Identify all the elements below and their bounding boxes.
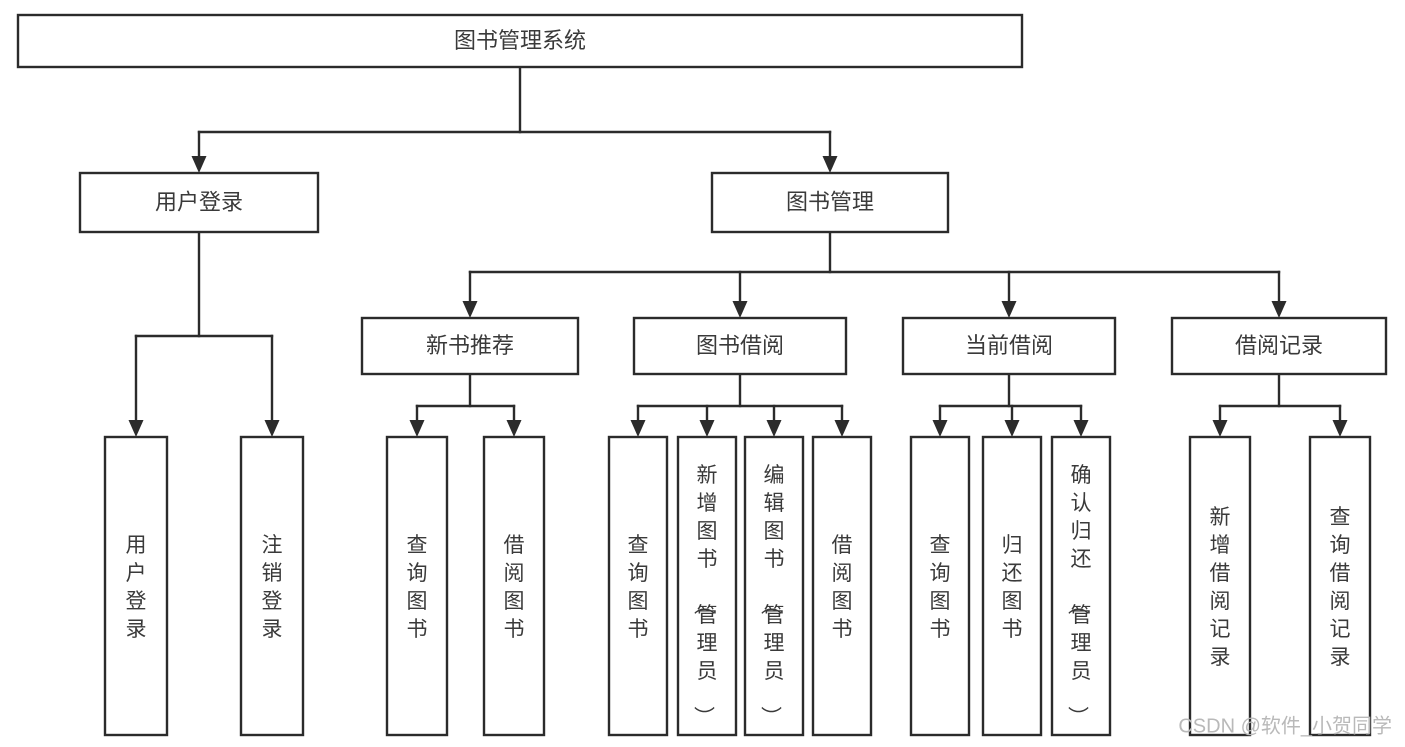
node-label-leaf-query-book-2: 查询图书 bbox=[628, 534, 649, 641]
node-label-leaf-borrow-book-2: 借阅图书 bbox=[832, 534, 853, 641]
node-label-leaf-query-book-3: 查询图书 bbox=[930, 534, 951, 641]
node-label-leaf-add-book: 新增图书（管理员） bbox=[692, 464, 718, 727]
connector-currentborrow-to-leaves bbox=[932, 372, 1089, 437]
node-leaf-query-book-2[interactable]: 查询图书 bbox=[607, 435, 669, 737]
node-label-leaf-logout: 注销登录 bbox=[262, 534, 283, 641]
node-box-current-borrow[interactable] bbox=[901, 316, 1117, 376]
node-label-leaf-user-login: 用户登录 bbox=[126, 534, 147, 641]
node-label-leaf-edit-book: 编辑图书（管理员） bbox=[759, 464, 785, 727]
node-layer: 图书管理系统用户登录图书管理新书推荐图书借阅当前借阅借阅记录用户登录注销登录查询… bbox=[16, 13, 1388, 737]
node-label-leaf-query-book-1: 查询图书 bbox=[407, 534, 428, 641]
watermark-layer: CSDN @软件_小贺同学 bbox=[1178, 714, 1392, 737]
arrow-head-icon bbox=[834, 420, 850, 437]
node-box-book-manage[interactable] bbox=[710, 171, 950, 234]
node-leaf-query-record[interactable]: 查询借阅记录 bbox=[1308, 435, 1372, 737]
node-box-user-login[interactable] bbox=[78, 171, 320, 234]
arrow-head-icon bbox=[732, 301, 748, 318]
node-label-borrow-record: 借阅记录 bbox=[1235, 333, 1323, 358]
node-box-leaf-query-book-1[interactable] bbox=[385, 435, 449, 737]
arrow-head-icon bbox=[128, 420, 144, 437]
node-label-root: 图书管理系统 bbox=[454, 28, 586, 53]
node-box-leaf-borrow-book-1[interactable] bbox=[482, 435, 546, 737]
arrow-head-icon bbox=[630, 420, 646, 437]
node-box-leaf-query-record[interactable] bbox=[1308, 435, 1372, 737]
connector-bookborrow-to-leaves bbox=[630, 372, 850, 437]
node-leaf-edit-book[interactable]: 编辑图书（管理员） bbox=[743, 435, 805, 737]
node-label-leaf-borrow-book-1: 借阅图书 bbox=[504, 534, 525, 641]
node-box-leaf-return-book[interactable] bbox=[981, 435, 1043, 737]
node-label-current-borrow: 当前借阅 bbox=[965, 333, 1053, 358]
node-label-leaf-return-book: 归还图书 bbox=[1002, 534, 1023, 641]
node-leaf-query-book-1[interactable]: 查询图书 bbox=[385, 435, 449, 737]
arrow-head-icon bbox=[506, 420, 522, 437]
watermark-label: CSDN @软件_小贺同学 bbox=[1178, 714, 1392, 737]
node-label-book-manage: 图书管理 bbox=[786, 189, 874, 214]
node-leaf-logout[interactable]: 注销登录 bbox=[239, 435, 305, 737]
arrow-head-icon bbox=[1073, 420, 1089, 437]
node-box-book-borrow[interactable] bbox=[632, 316, 848, 376]
node-box-leaf-logout[interactable] bbox=[239, 435, 305, 737]
node-user-login[interactable]: 用户登录 bbox=[78, 171, 320, 234]
node-leaf-add-book[interactable]: 新增图书（管理员） bbox=[676, 435, 738, 737]
node-box-leaf-edit-book[interactable] bbox=[743, 435, 805, 737]
node-current-borrow[interactable]: 当前借阅 bbox=[901, 316, 1117, 376]
arrow-head-icon bbox=[1004, 420, 1020, 437]
node-leaf-query-book-3[interactable]: 查询图书 bbox=[909, 435, 971, 737]
node-box-root[interactable] bbox=[16, 13, 1024, 69]
node-leaf-user-login[interactable]: 用户登录 bbox=[103, 435, 169, 737]
connector-layer bbox=[128, 65, 1348, 437]
arrow-head-icon bbox=[191, 156, 207, 173]
node-borrow-record[interactable]: 借阅记录 bbox=[1170, 316, 1388, 376]
node-box-leaf-borrow-book-2[interactable] bbox=[811, 435, 873, 737]
arrow-head-icon bbox=[1332, 420, 1348, 437]
connector-newbook-to-leaves bbox=[409, 372, 522, 437]
connector-userlogin-to-leaves bbox=[128, 230, 280, 437]
node-box-new-book-rec[interactable] bbox=[360, 316, 580, 376]
node-box-leaf-user-login[interactable] bbox=[103, 435, 169, 737]
node-label-user-login: 用户登录 bbox=[155, 189, 243, 214]
node-leaf-borrow-book-2[interactable]: 借阅图书 bbox=[811, 435, 873, 737]
node-leaf-borrow-book-1[interactable]: 借阅图书 bbox=[482, 435, 546, 737]
node-box-leaf-confirm-return[interactable] bbox=[1050, 435, 1112, 737]
node-label-leaf-confirm-return: 确认归还（管理员） bbox=[1066, 464, 1092, 727]
node-book-manage[interactable]: 图书管理 bbox=[710, 171, 950, 234]
node-label-new-book-rec: 新书推荐 bbox=[426, 333, 514, 358]
arrow-head-icon bbox=[1271, 301, 1287, 318]
node-label-book-borrow: 图书借阅 bbox=[696, 333, 784, 358]
node-label-leaf-add-record: 新增借阅记录 bbox=[1210, 506, 1231, 669]
connector-borrowrecord-to-leaves bbox=[1212, 372, 1348, 437]
arrow-head-icon bbox=[1001, 301, 1017, 318]
node-box-leaf-add-record[interactable] bbox=[1188, 435, 1252, 737]
arrow-head-icon bbox=[1212, 420, 1228, 437]
arrow-head-icon bbox=[932, 420, 948, 437]
arrow-head-icon bbox=[409, 420, 425, 437]
node-box-borrow-record[interactable] bbox=[1170, 316, 1388, 376]
node-new-book-rec[interactable]: 新书推荐 bbox=[360, 316, 580, 376]
arrow-head-icon bbox=[699, 420, 715, 437]
connector-bookmanage-to-level2 bbox=[462, 230, 1287, 318]
node-root[interactable]: 图书管理系统 bbox=[16, 13, 1024, 69]
connector-root-to-level1 bbox=[191, 65, 838, 173]
node-box-leaf-query-book-3[interactable] bbox=[909, 435, 971, 737]
arrow-head-icon bbox=[264, 420, 280, 437]
node-box-leaf-add-book[interactable] bbox=[676, 435, 738, 737]
arrow-head-icon bbox=[766, 420, 782, 437]
node-book-borrow[interactable]: 图书借阅 bbox=[632, 316, 848, 376]
node-box-leaf-query-book-2[interactable] bbox=[607, 435, 669, 737]
arrow-head-icon bbox=[822, 156, 838, 173]
node-label-leaf-query-record: 查询借阅记录 bbox=[1330, 506, 1351, 669]
node-leaf-add-record[interactable]: 新增借阅记录 bbox=[1188, 435, 1252, 737]
arrow-head-icon bbox=[462, 301, 478, 318]
node-leaf-return-book[interactable]: 归还图书 bbox=[981, 435, 1043, 737]
node-leaf-confirm-return[interactable]: 确认归还（管理员） bbox=[1050, 435, 1112, 737]
